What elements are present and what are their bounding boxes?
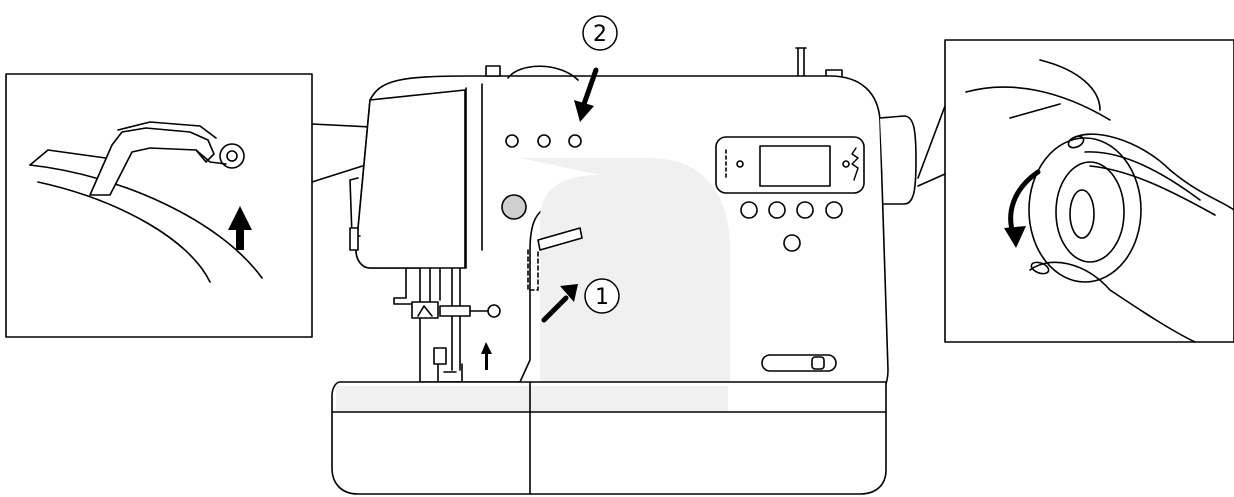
fingernail	[1030, 261, 1050, 275]
side-tab	[349, 227, 359, 251]
fingernail	[1067, 135, 1085, 149]
machine-edge	[1009, 103, 1061, 119]
arm-shade	[520, 158, 730, 410]
function-button	[783, 234, 801, 252]
up-arrow-icon	[481, 342, 492, 370]
handwheel-hub	[1069, 189, 1095, 239]
sewing-machine	[331, 47, 917, 495]
lever-pivot-hole	[226, 150, 238, 162]
up-arrow-icon	[228, 206, 252, 250]
machine-curve	[29, 149, 121, 166]
callout-line	[917, 173, 946, 187]
speed-slider	[761, 354, 837, 372]
thread-guide	[485, 65, 501, 77]
machine-curve	[29, 164, 263, 279]
rotate-arrow-head	[1004, 226, 1026, 248]
step-1-arrow	[541, 295, 569, 323]
lever-tip	[195, 149, 227, 165]
handwheel-detail	[917, 39, 1234, 343]
presser-foot-lifter-detail	[5, 73, 471, 338]
callout-line	[917, 105, 946, 179]
step-2-callout: 2	[574, 15, 618, 122]
detail-frame-left	[5, 73, 313, 338]
machine-edge	[1039, 59, 1101, 111]
hand	[1069, 133, 1234, 211]
step-1-callout: 1	[541, 278, 620, 323]
function-button	[825, 201, 843, 219]
spool-pin	[795, 47, 807, 81]
lever-pivot	[219, 143, 245, 169]
step-2-circle	[582, 15, 618, 51]
machine-curve-inner	[37, 181, 211, 283]
finger	[1089, 165, 1216, 216]
panel-dot	[736, 160, 744, 168]
handwheel-face	[1055, 161, 1125, 263]
step-1-circle	[584, 278, 620, 314]
step-1-number: 1	[595, 285, 609, 310]
step-2-arrow	[581, 67, 599, 107]
needle-assembly	[393, 267, 501, 383]
bobbin-winder	[501, 194, 527, 220]
step-1-arrow-head	[560, 284, 578, 302]
thread-lever-dashed	[527, 249, 539, 291]
lever-body	[89, 127, 215, 196]
thumb	[1029, 261, 1196, 343]
top-dial	[507, 65, 579, 81]
head-panel	[355, 89, 466, 269]
machine-edge	[965, 86, 1111, 121]
thread-lever	[537, 227, 583, 251]
base-shade	[336, 386, 728, 412]
function-button	[740, 201, 758, 219]
step-2-arrow-head	[574, 100, 594, 122]
speed-slider-knob	[811, 356, 825, 370]
zigzag-indicator	[851, 147, 859, 181]
handwheel	[879, 115, 917, 205]
lcd-screen	[759, 145, 831, 187]
finger	[1084, 151, 1201, 201]
function-button	[768, 201, 786, 219]
step-2-number: 2	[593, 22, 607, 47]
function-button	[796, 201, 814, 219]
top-button	[505, 134, 519, 148]
top-button	[537, 134, 551, 148]
top-button	[568, 134, 582, 148]
panel-dot	[842, 160, 850, 168]
lever-top	[117, 121, 217, 139]
